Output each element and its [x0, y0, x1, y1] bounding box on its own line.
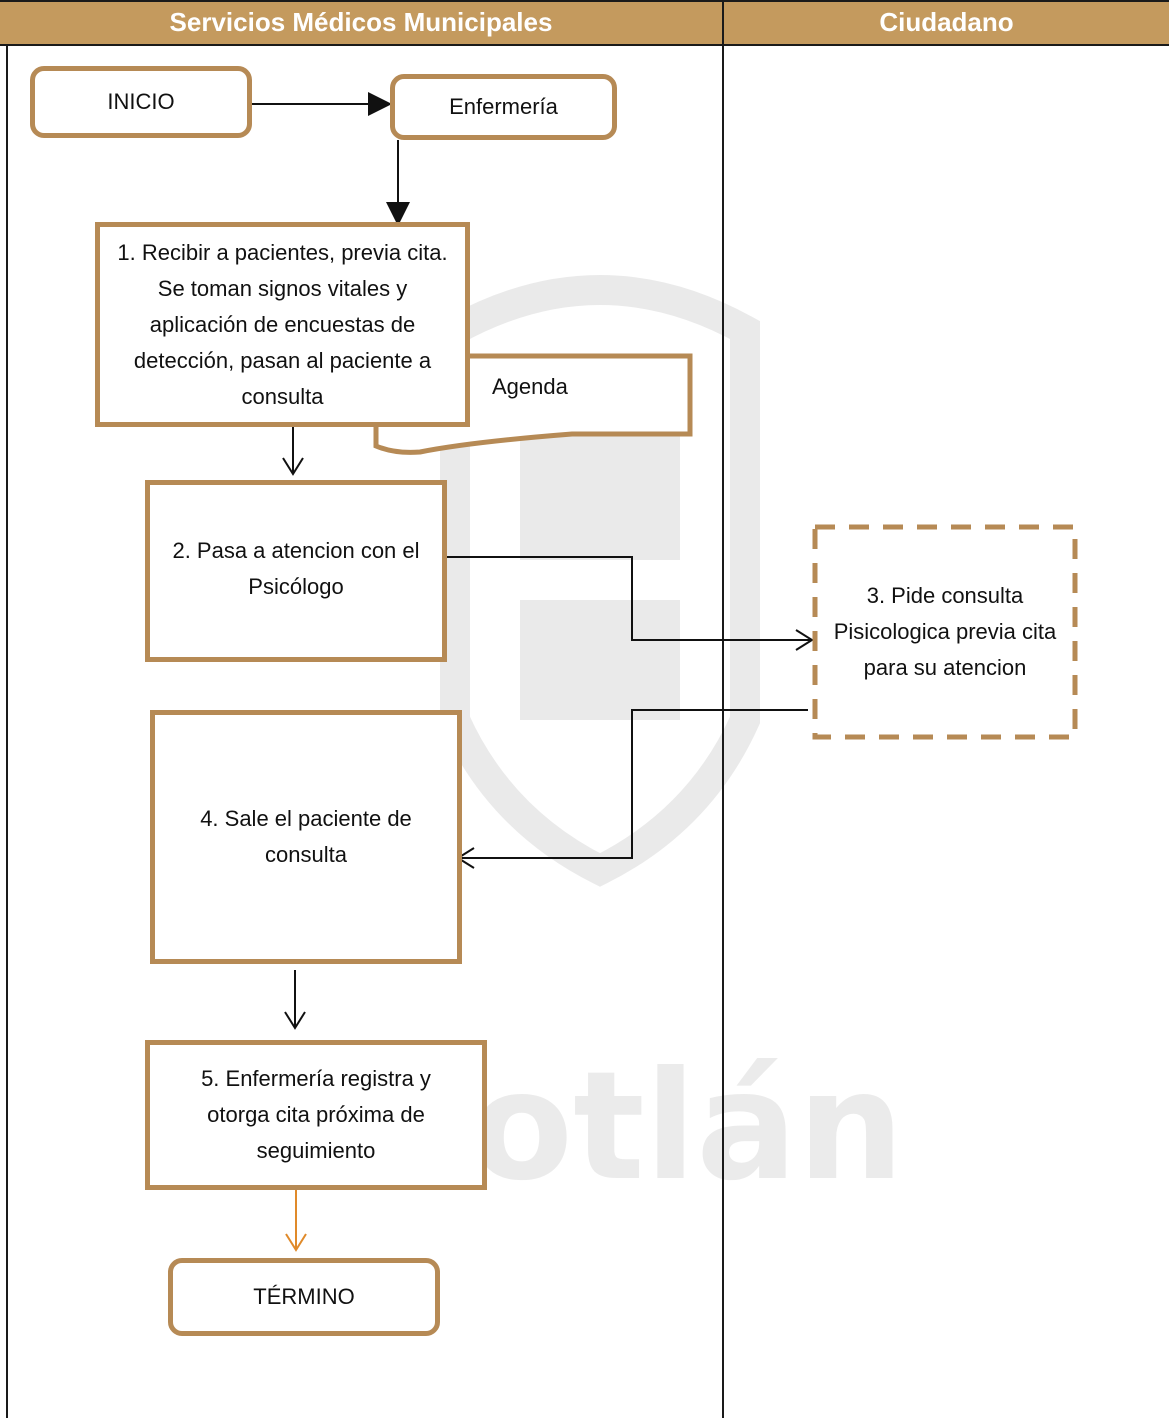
arrow-step4-to-step5: [284, 970, 306, 1030]
step5-label: 5. Enfermería registra y otorga cita pró…: [201, 1066, 431, 1163]
watermark-text: otlán: [470, 1040, 905, 1214]
lane-border-left: [6, 46, 8, 1418]
arrow-step3-to-step4: [456, 709, 808, 869]
start-label: INICIO: [107, 89, 175, 114]
step4-box: 4. Sale el paciente de consulta: [150, 710, 462, 964]
arrow-step2-to-step3: [447, 556, 814, 651]
agenda-label: Agenda: [492, 374, 568, 399]
end-label: TÉRMINO: [253, 1284, 355, 1309]
end-node: TÉRMINO: [168, 1258, 440, 1336]
step4-label: 4. Sale el paciente de consulta: [200, 806, 412, 867]
arrow-step1-to-step2: [282, 418, 304, 476]
step1-box: 1. Recibir a pacientes, previa cita. Se …: [95, 222, 470, 427]
step5-box: 5. Enfermería registra y otorga cita pró…: [145, 1040, 487, 1190]
step3-box: 3. Pide consulta Pisicologica previa cit…: [818, 530, 1072, 734]
step3-dashed-border: [812, 524, 1078, 740]
step1-label: 1. Recibir a pacientes, previa cita. Se …: [117, 239, 448, 409]
nursing-label: Enfermería: [449, 94, 558, 119]
lane-header-services: Servicios Médicos Municipales: [0, 0, 722, 46]
step2-label: 2. Pasa a atencion con el Psicólogo: [172, 538, 420, 599]
step3-label: 3. Pide consulta Pisicologica previa cit…: [833, 583, 1057, 680]
step2-box: 2. Pasa a atencion con el Psicólogo: [145, 480, 447, 662]
nursing-node: Enfermería: [390, 74, 617, 140]
arrow-step5-to-end: [285, 1190, 307, 1252]
lane-header-citizen: Ciudadano: [724, 0, 1169, 46]
header-top-border: [0, 0, 1169, 2]
start-node: INICIO: [30, 66, 252, 138]
